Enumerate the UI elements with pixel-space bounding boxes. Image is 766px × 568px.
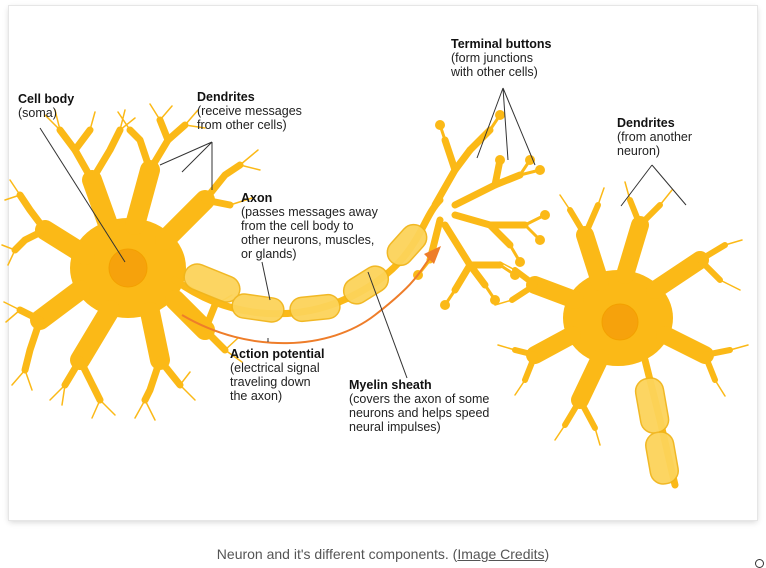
- right-nucleus: [601, 303, 639, 341]
- label-action-potential-sub: (electrical signal traveling down the ax…: [230, 361, 320, 403]
- caption-close: ): [544, 546, 550, 562]
- label-terminal-buttons-sub: (form junctions with other cells): [451, 51, 538, 79]
- scroll-indicator-icon: [755, 559, 764, 568]
- label-dendrites-right: Dendrites (from another neuron): [617, 116, 692, 158]
- label-myelin-sheath: Myelin sheath (covers the axon of some n…: [349, 378, 489, 434]
- myelin-sheath: [183, 223, 679, 485]
- label-axon-sub: (passes messages away from the cell body…: [241, 205, 378, 261]
- label-cell-body-sub: (soma): [18, 106, 57, 120]
- label-dendrites-right-sub: (from another neuron): [617, 130, 693, 158]
- caption-text: Neuron and it's different components. (: [216, 546, 458, 562]
- label-terminal-buttons: Terminal buttons (form junctions with ot…: [451, 37, 551, 79]
- leader-dendrites-right: [620, 164, 687, 207]
- axon-terminals: [413, 110, 550, 310]
- label-dendrites-left-sub: (receive messages from other cells): [197, 104, 302, 132]
- label-dendrites-right-title: Dendrites: [617, 116, 675, 130]
- leader-lines: [39, 87, 687, 379]
- leader-terminal-buttons: [476, 87, 536, 166]
- figure-caption: Neuron and it's different components. (I…: [0, 546, 766, 562]
- action-potential-arrow: [181, 246, 441, 345]
- label-myelin-sheath-title: Myelin sheath: [349, 378, 432, 392]
- left-neuron: [1, 103, 261, 421]
- leader-dendrites-left: [159, 141, 213, 190]
- label-action-potential-title: Action potential: [230, 347, 325, 361]
- label-axon: Axon (passes messages away from the cell…: [241, 191, 378, 261]
- leader-axon: [261, 261, 271, 301]
- right-neuron: [494, 181, 749, 489]
- leader-myelin-sheath: [367, 271, 408, 379]
- label-action-potential: Action potential (electrical signal trav…: [230, 347, 324, 403]
- label-dendrites-left-title: Dendrites: [197, 90, 255, 104]
- label-dendrites-left: Dendrites (receive messages from other c…: [197, 90, 302, 132]
- leader-cell-body: [39, 127, 126, 263]
- image-credits-link[interactable]: Image Credits: [457, 546, 545, 562]
- label-terminal-buttons-title: Terminal buttons: [451, 37, 552, 51]
- label-cell-body-title: Cell body: [18, 92, 75, 106]
- left-nucleus: [108, 248, 148, 288]
- label-cell-body: Cell body (soma): [18, 92, 74, 120]
- label-axon-title: Axon: [241, 191, 273, 205]
- label-myelin-sheath-sub: (covers the axon of some neurons and hel…: [349, 392, 490, 434]
